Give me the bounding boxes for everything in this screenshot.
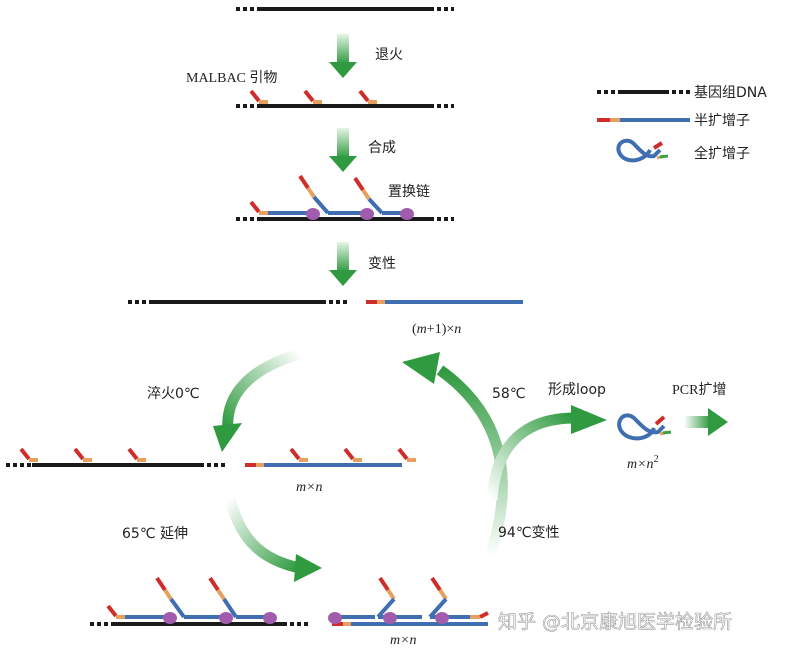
label-loop: 形成loop xyxy=(548,382,606,398)
quench-arrow xyxy=(213,348,302,452)
label-mn-middle: m×n xyxy=(296,480,323,495)
label-malbac-primer: MALBAC 引物 xyxy=(186,70,277,86)
down-arrow-denaturation xyxy=(329,242,357,286)
malbac-primers-row2 xyxy=(249,89,377,104)
primers-on-amplicon-row5 xyxy=(289,447,416,462)
arrow-58c xyxy=(402,352,508,558)
label-count-m1n: (m+1)×n xyxy=(412,322,461,337)
label-synthesis: 合成 xyxy=(368,140,396,156)
label-denaturation: 变性 xyxy=(368,256,396,272)
legend-full-amplicon-symbol xyxy=(616,138,669,163)
label-denat94: 94℃变性 xyxy=(498,525,560,541)
watermark: 知乎 @北京康旭医学检验所 xyxy=(498,611,732,633)
loop-arrow xyxy=(486,405,607,501)
primers-on-dna-row5 xyxy=(19,447,146,462)
label-pcr: PCR扩增 xyxy=(672,382,726,398)
label-quench: 淬火0℃ xyxy=(147,386,200,402)
loop-amplicon xyxy=(617,413,672,441)
synthesized-strands-row3 xyxy=(249,174,414,220)
extend-arrow xyxy=(224,496,322,582)
down-arrow-synthesis xyxy=(329,128,357,172)
legend-semi-amplicon-label: 半扩增子 xyxy=(694,113,750,129)
label-extend: 65℃ 延伸 xyxy=(122,526,188,542)
legend-full-amplicon-label: 全扩增子 xyxy=(694,145,750,162)
legend-genomic-dna-label: 基因组DNA xyxy=(694,84,767,101)
legend: 基因组DNA 半扩增子 全扩增子 xyxy=(597,84,767,163)
label-mn2: m×n2 xyxy=(627,454,659,472)
label-58c: 58℃ xyxy=(492,386,526,402)
label-strand-displacement: 置换链 xyxy=(388,183,430,200)
down-arrow-annealing xyxy=(329,34,357,78)
extended-strands-left-row6 xyxy=(106,576,277,624)
pcr-arrow xyxy=(684,408,728,436)
label-mn-bottom: m×n xyxy=(390,633,417,648)
label-annealing: 退火 xyxy=(375,47,403,63)
extended-strands-right-row6 xyxy=(328,576,489,626)
